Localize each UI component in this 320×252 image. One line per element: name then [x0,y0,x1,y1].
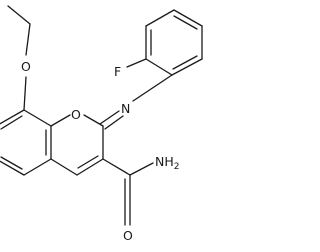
bond-c4p-c5p-inner [173,15,198,30]
amide-nh-text: NH [155,154,174,169]
bond-c3p-c4p [145,9,175,27]
bond-c8a-o1 [50,114,71,127]
bond-c4a-c5 [23,158,52,176]
bond-c6p-c1p [171,58,203,76]
bond-n-aryl [132,74,173,102]
bond-amide-c-n [129,162,154,176]
bond-c3-c4-inner [77,155,99,169]
amide-oxygen-label: O [123,228,133,243]
bond-c5-c6-inner [0,156,23,170]
bond-c2-n-b [99,110,120,125]
bond-c1p-c2p [145,58,173,76]
bond-c4-c4a [50,158,78,176]
bond-o-c8 [23,76,27,111]
bond-c8-c8a [23,109,52,127]
bond-c6p-c1p-inner [172,55,198,70]
amide-nitrogen-label: NH2 [155,154,179,172]
bond-c5-c6 [0,160,25,176]
bond-c7-c8-inner [0,115,23,130]
ethoxy-oxygen-label: O [21,59,31,74]
bonds [0,5,203,226]
bond-c3-amide-c [102,158,131,176]
amide-subscript-2: 2 [174,162,180,172]
bond-ch2-o [25,23,31,56]
molecule-diagram: O O N F O NH2 [0,5,203,243]
bond-c7-c8 [0,109,25,125]
bond-c2p-f [126,58,147,68]
bond-c3-c4 [76,158,104,176]
ring-oxygen-label: O [71,107,81,122]
imine-nitrogen-label: N [121,101,130,116]
fluorine-label: F [114,64,121,79]
bond-c2-n-a [104,115,124,130]
bond-c4p-c5p [173,9,203,27]
atom-labels: O O N F O NH2 [21,59,179,243]
bond-methyl-ch2 [7,5,31,25]
